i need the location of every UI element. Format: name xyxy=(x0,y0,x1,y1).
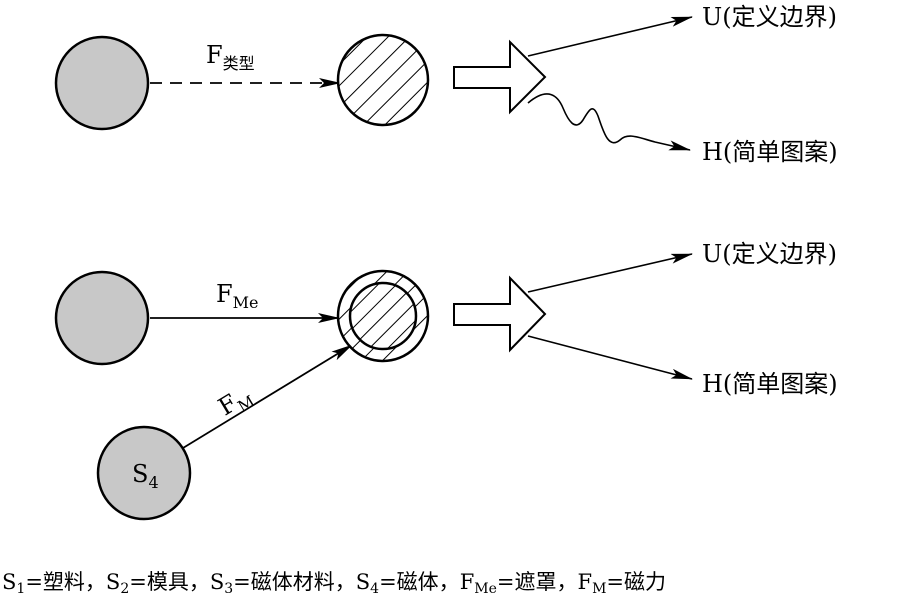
top-output-u-arrow xyxy=(527,16,693,57)
top-substance-s1 xyxy=(54,35,150,131)
legend-item: FM=磁力 xyxy=(577,570,667,597)
top-output-h-wavy-arrow xyxy=(527,93,691,151)
bottom-substance-s1 xyxy=(54,270,150,366)
bottom-output-u-label: U(定义边界) xyxy=(702,240,837,268)
top-transition-arrow xyxy=(453,39,547,115)
legend-item: FMe=遮罩， xyxy=(459,570,578,597)
top-force-label: F类型 xyxy=(206,41,255,73)
bottom-force-m-arrow xyxy=(182,344,353,449)
bottom-s4-magnet xyxy=(96,425,192,521)
bottom-transition-arrow xyxy=(453,275,547,353)
bottom-output-u-arrow xyxy=(527,253,693,293)
bottom-force-me-label: FMe xyxy=(216,280,259,312)
top-row: F类型 U(定义边界) H(简单图案) xyxy=(54,3,838,166)
s4-label: S4 xyxy=(132,460,159,492)
bottom-substance-inner xyxy=(348,281,418,351)
top-output-h-label: H(简单图案) xyxy=(702,138,838,166)
top-output-u-label: U(定义边界) xyxy=(702,3,837,31)
bottom-output-h-arrow xyxy=(527,335,693,380)
legend-caption: S1=塑料，S2=模具，S3=磁体材料，S4=磁体，FMe=遮罩，FM=磁力 xyxy=(2,566,902,598)
legend-item: S1=塑料， xyxy=(2,570,106,597)
bottom-output-h-label: H(简单图案) xyxy=(702,370,838,398)
top-substance-s2 xyxy=(336,33,430,127)
legend-item: S3=磁体材料， xyxy=(209,570,356,597)
bottom-row: FMe S4 FM U(定义边界) H(简单图案) xyxy=(54,240,838,521)
bottom-force-m-label: FM xyxy=(213,380,258,424)
legend-item: S4=磁体， xyxy=(355,570,460,597)
legend-item: S2=模具， xyxy=(105,570,210,597)
